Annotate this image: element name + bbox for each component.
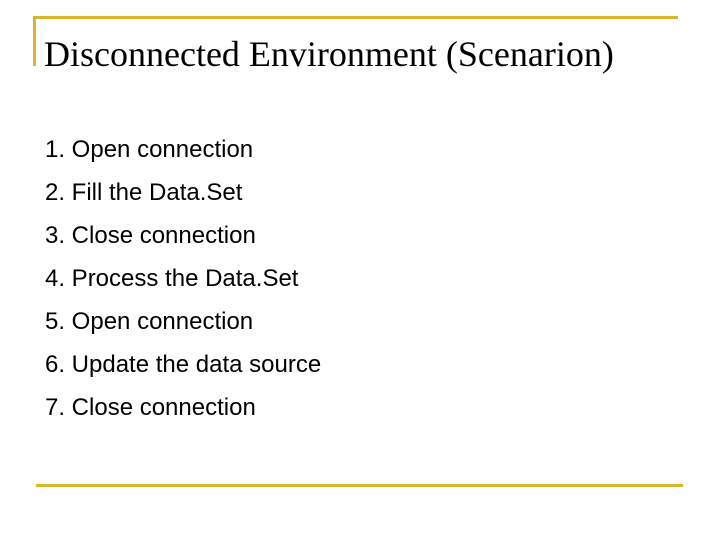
bottom-accent-rule [36, 484, 683, 487]
step-item: 4. Process the Data.Set [45, 265, 299, 292]
step-item: 1. Open connection [45, 136, 254, 163]
step-item: 7. Close connection [45, 394, 256, 421]
step-item: 3. Close connection [45, 222, 256, 249]
top-accent-rule [33, 16, 678, 19]
step-item: 5. Open connection [45, 308, 254, 335]
step-item: 6. Update the data source [45, 351, 322, 378]
steps-list: 1. Open connection 2. Fill the Data.Set … [45, 128, 321, 429]
step-item: 2. Fill the Data.Set [45, 179, 243, 206]
slide-title: Disconnected Environment (Scenarion) [44, 34, 614, 74]
title-accent-tick [33, 16, 36, 66]
